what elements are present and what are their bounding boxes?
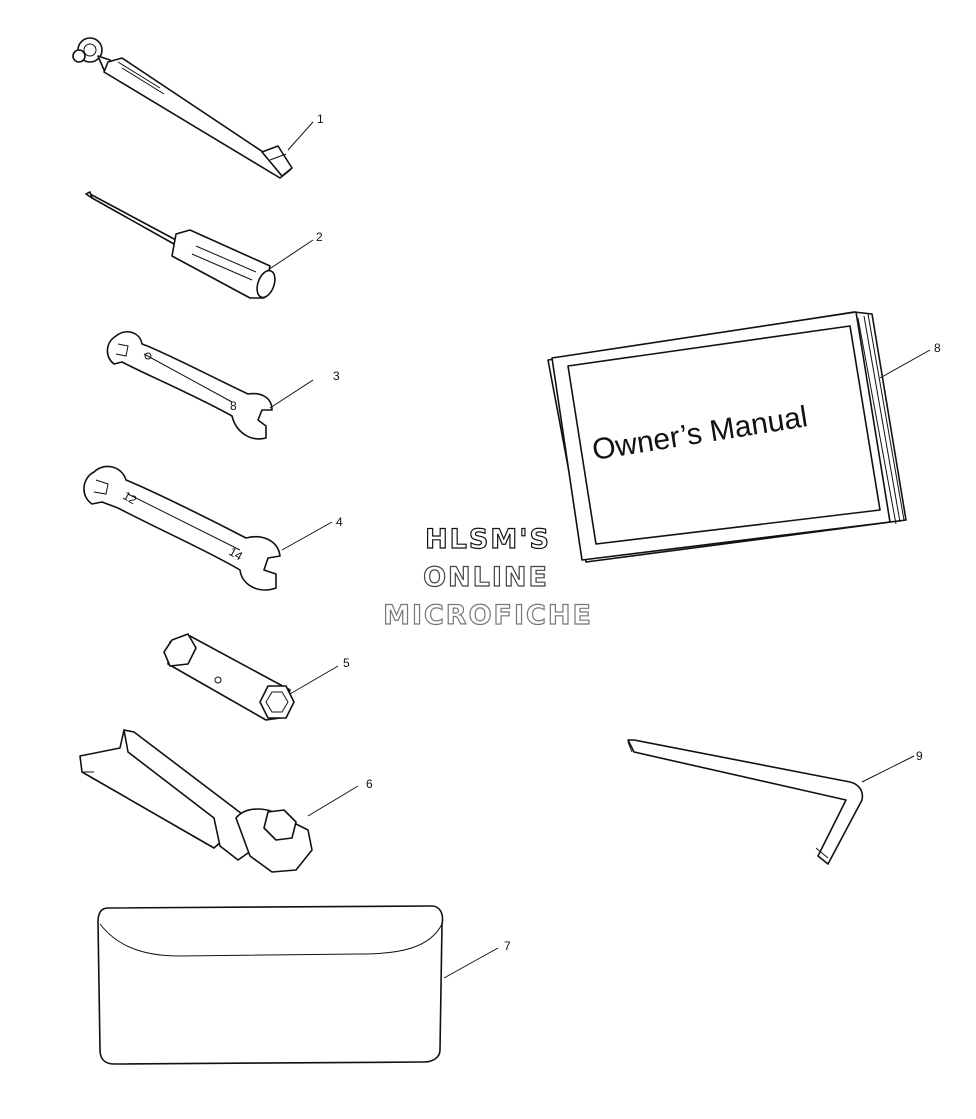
watermark-line-3: MICROFICHE bbox=[383, 600, 593, 631]
callout-8: 8 bbox=[934, 341, 941, 355]
callout-1: 1 bbox=[317, 112, 324, 126]
part-6-combination-tool bbox=[79, 729, 359, 873]
watermark-line-1: HLSM'S bbox=[425, 524, 551, 555]
wrench-4-bottom-size: 14 bbox=[227, 544, 246, 563]
callout-7: 7 bbox=[504, 939, 511, 953]
wrench-4-top-size: 12 bbox=[121, 488, 140, 507]
wrench-3-bottom-size: 8 bbox=[230, 399, 237, 413]
callout-4: 4 bbox=[336, 515, 343, 529]
watermark-line-2: ONLINE bbox=[423, 562, 549, 593]
part-7-tool-pouch bbox=[97, 905, 499, 1065]
part-5-socket-wrench bbox=[163, 633, 339, 721]
callout-5: 5 bbox=[343, 656, 350, 670]
part-1-pressure-gauge bbox=[72, 37, 314, 179]
part-3-wrench: 8 bbox=[106, 331, 314, 440]
callout-9: 9 bbox=[916, 749, 923, 763]
part-2-screwdriver bbox=[85, 191, 314, 299]
part-4-wrench: 12 14 bbox=[83, 465, 333, 591]
callout-3: 3 bbox=[333, 369, 340, 383]
part-8-owners-manual: Owner’s Manual bbox=[547, 311, 931, 563]
part-9-hex-key bbox=[627, 739, 915, 865]
callout-6: 6 bbox=[366, 777, 373, 791]
callout-2: 2 bbox=[316, 230, 323, 244]
watermark: HLSM'S ONLINE MICROFICHE bbox=[382, 523, 593, 631]
